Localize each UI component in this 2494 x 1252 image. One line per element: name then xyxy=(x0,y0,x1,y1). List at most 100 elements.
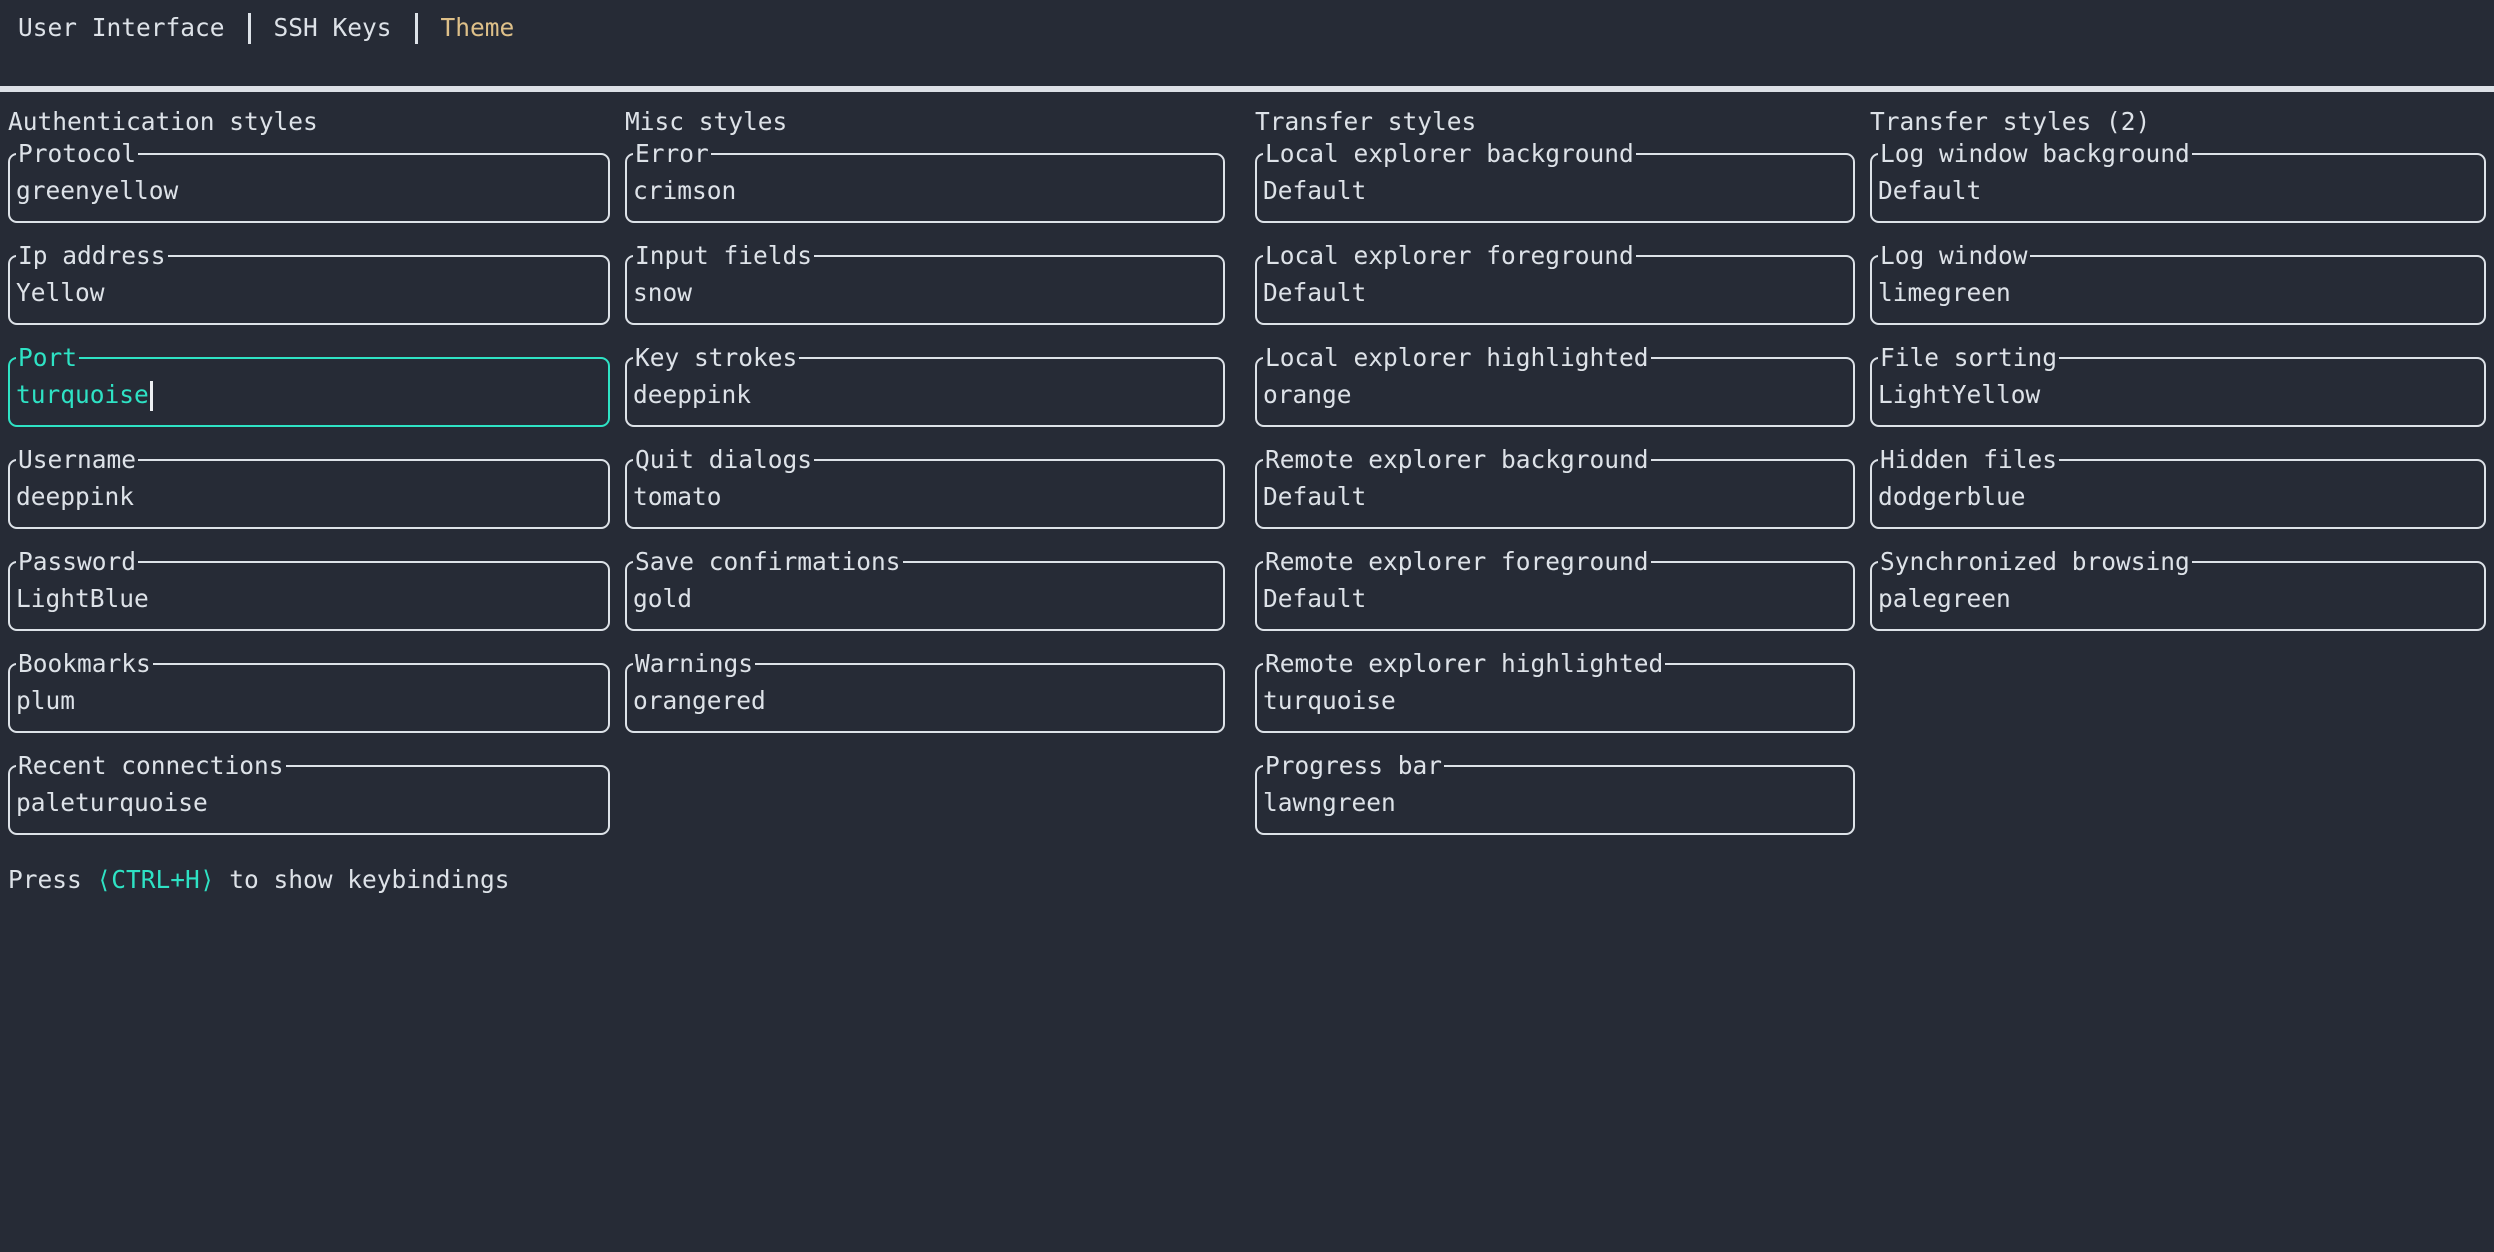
field-label: Username xyxy=(16,445,139,475)
field-value-text: dodgerblue xyxy=(1878,482,2026,511)
field-label: Port xyxy=(16,343,80,373)
field-label: Local explorer background xyxy=(1263,139,1636,169)
field-value: LightYellow xyxy=(1872,359,2484,412)
tab-theme[interactable]: Theme xyxy=(440,13,515,42)
field-value: crimson xyxy=(627,155,1223,208)
text-cursor xyxy=(149,381,153,411)
field-error[interactable]: Error crimson xyxy=(625,139,1225,223)
field-progress-bar[interactable]: Progress bar lawngreen xyxy=(1255,751,1855,835)
field-value: limegreen xyxy=(1872,257,2484,310)
field-value: Default xyxy=(1257,461,1853,514)
field-value: tomato xyxy=(627,461,1223,514)
section-title: Misc styles xyxy=(625,107,788,136)
field-value: lawngreen xyxy=(1257,767,1853,820)
field-value: paleturquoise xyxy=(10,767,608,820)
field-key-strokes[interactable]: Key strokes deeppink xyxy=(625,343,1225,427)
field-label: Error xyxy=(633,139,711,169)
tab-divider xyxy=(0,86,2494,92)
field-value-text: orange xyxy=(1263,380,1352,409)
tab-bar: User Interface SSH Keys Theme xyxy=(18,11,514,45)
field-value-text: paleturquoise xyxy=(16,788,208,817)
field-value: greenyellow xyxy=(10,155,608,208)
field-value-text: palegreen xyxy=(1878,584,2011,613)
section-title: Transfer styles xyxy=(1255,107,1477,136)
section-title: Authentication styles xyxy=(8,107,318,136)
field-value-text: lawngreen xyxy=(1263,788,1396,817)
field-recent-connections[interactable]: Recent connections paleturquoise xyxy=(8,751,610,835)
field-label: Bookmarks xyxy=(16,649,153,679)
field-label: Remote explorer highlighted xyxy=(1263,649,1666,679)
section-title: Transfer styles (2) xyxy=(1870,107,2151,136)
field-value-text: turquoise xyxy=(16,380,149,409)
field-value: Default xyxy=(1257,563,1853,616)
field-value-text: limegreen xyxy=(1878,278,2011,307)
field-value: dodgerblue xyxy=(1872,461,2484,514)
tab-user-interface[interactable]: User Interface xyxy=(18,13,225,42)
field-value: gold xyxy=(627,563,1223,616)
field-value-text: gold xyxy=(633,584,693,613)
field-label: Quit dialogs xyxy=(633,445,815,475)
field-value: Default xyxy=(1257,257,1853,310)
keybindings-hint-suffix: to show keybindings xyxy=(214,865,510,894)
field-label: File sorting xyxy=(1878,343,2060,373)
field-quit-dialogs[interactable]: Quit dialogs tomato xyxy=(625,445,1225,529)
field-label: Warnings xyxy=(633,649,756,679)
field-label: Remote explorer background xyxy=(1263,445,1651,475)
tab-separator xyxy=(414,12,418,44)
field-label: Save confirmations xyxy=(633,547,903,577)
field-value: palegreen xyxy=(1872,563,2484,616)
keybindings-hint-key: ⟨CTRL+H⟩ xyxy=(96,865,215,894)
keybindings-hint-prefix: Press xyxy=(8,865,97,894)
field-label: Input fields xyxy=(633,241,815,271)
field-value-text: tomato xyxy=(633,482,722,511)
field-bookmarks[interactable]: Bookmarks plum xyxy=(8,649,610,733)
section-transfer-styles-2: Transfer styles (2) Log window background… xyxy=(1870,105,2486,649)
field-value-text: plum xyxy=(16,686,76,715)
field-value-text: Default xyxy=(1263,584,1367,613)
field-label: Key strokes xyxy=(633,343,800,373)
field-value-text: Default xyxy=(1263,278,1367,307)
field-value: Yellow xyxy=(10,257,608,310)
field-value-text: deeppink xyxy=(16,482,135,511)
field-value-text: turquoise xyxy=(1263,686,1396,715)
field-value-text: LightYellow xyxy=(1878,380,2041,409)
field-value: turquoise xyxy=(1257,665,1853,718)
field-value-text: deeppink xyxy=(633,380,752,409)
field-username[interactable]: Username deeppink xyxy=(8,445,610,529)
field-value: LightBlue xyxy=(10,563,608,616)
field-value: plum xyxy=(10,665,608,718)
field-value: deeppink xyxy=(627,359,1223,412)
tab-separator xyxy=(247,12,251,44)
field-value: Default xyxy=(1872,155,2484,208)
field-label: Progress bar xyxy=(1263,751,1445,781)
field-value-text: crimson xyxy=(633,176,737,205)
field-label: Recent connections xyxy=(16,751,286,781)
field-value: Default xyxy=(1257,155,1853,208)
field-value: orange xyxy=(1257,359,1853,412)
field-value-text: Default xyxy=(1878,176,1982,205)
field-label: Password xyxy=(16,547,139,577)
field-remote-explorer-highlighted[interactable]: Remote explorer highlighted turquoise xyxy=(1255,649,1855,733)
field-label: Protocol xyxy=(16,139,139,169)
field-save-confirmations[interactable]: Save confirmations gold xyxy=(625,547,1225,631)
keybindings-hint: Press ⟨CTRL+H⟩ to show keybindings xyxy=(8,863,510,897)
field-port[interactable]: Port turquoise xyxy=(8,343,610,427)
tab-ssh-keys[interactable]: SSH Keys xyxy=(273,13,392,42)
field-value: turquoise xyxy=(10,359,608,412)
field-value-text: LightBlue xyxy=(16,584,149,613)
